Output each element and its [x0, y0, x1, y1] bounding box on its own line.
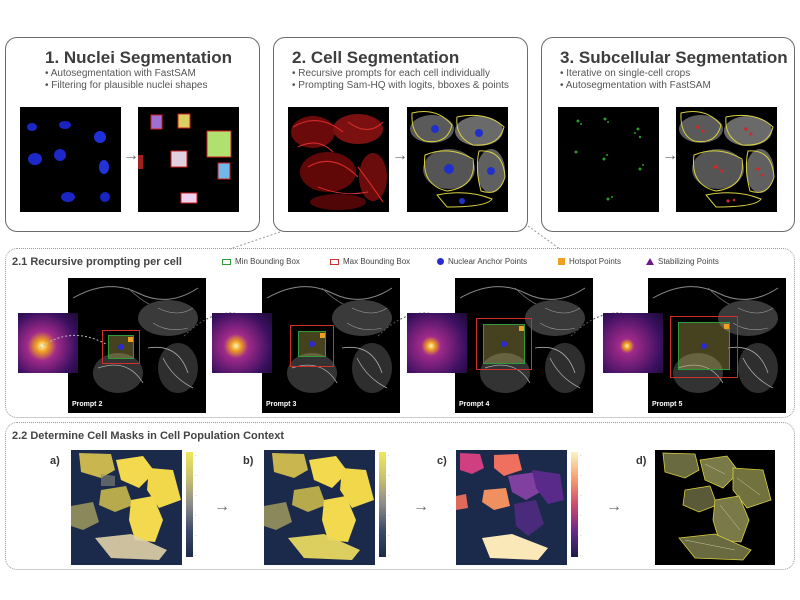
- prompt-1-hotspot-point: [128, 337, 133, 342]
- min-box-swatch: [222, 258, 231, 265]
- section-recursive-prompting: [5, 248, 795, 418]
- mask-image-c: [456, 450, 567, 565]
- mask-image-b: [264, 450, 375, 565]
- section-21-title: 2.1 Recursive prompting per cell: [12, 256, 182, 268]
- prompt-1-max-box: [102, 330, 140, 364]
- arrow-b-c: →: [413, 498, 429, 515]
- section-22-title: 2.2 Determine Cell Masks in Cell Populat…: [12, 430, 285, 442]
- panel-1-bullet-1: • Autosegmentation with FastSAM: [45, 68, 196, 79]
- prompt-2-label: Prompt 3: [266, 401, 297, 408]
- arrow-nuclei: →: [123, 147, 139, 164]
- prompt-4-max-box: [670, 316, 738, 378]
- panel-2-title: 2. Cell Segmentation: [292, 48, 460, 67]
- panel-2-bullet-1: • Recursive prompts for each cell indivi…: [292, 68, 491, 79]
- prompt-2-hotspot-point: [320, 333, 325, 338]
- colorbar-a-ticks: ------: [195, 452, 197, 557]
- prompt-4-label: Prompt 5: [652, 401, 683, 408]
- prompt-4-image: [648, 278, 786, 413]
- label-c: c): [437, 455, 447, 467]
- colorbar-c-ticks: ------: [580, 452, 582, 557]
- legend-max-box-label: Max Bounding Box: [343, 257, 411, 266]
- heatmap-dotted-connector: [39, 334, 107, 349]
- prompt-3-hotspot-point: [519, 326, 524, 331]
- prompt-4-nuclear-point: [701, 343, 707, 349]
- legend-nuclear-anchor: Nuclear Anchor Points: [437, 257, 527, 266]
- mask-image-d: [655, 450, 775, 565]
- panel-3-bullet-2: • Autosegmentation with FastSAM: [560, 80, 711, 91]
- panel-2-bullet-2: • Prompting Sam-HQ with logits, bboxes &…: [292, 80, 509, 91]
- connector-lines: [229, 225, 561, 250]
- section-cell-masks: [5, 422, 795, 570]
- label-b: b): [243, 455, 254, 467]
- prompt-3-heatmap: [407, 313, 467, 373]
- prompt-4-hotspot-point: [724, 324, 729, 329]
- legend-min-box-label: Min Bounding Box: [235, 257, 300, 266]
- prompt-3-min-box: [483, 324, 525, 364]
- nuclei-raw-image: [20, 107, 121, 212]
- nuclei-segmented-image: [138, 107, 239, 212]
- prompt-4-heatmap: [603, 313, 663, 373]
- prompt-2-heatmap: [212, 313, 272, 373]
- prompt-1-label: Prompt 2: [72, 401, 103, 408]
- max-box-swatch: [330, 258, 339, 265]
- label-d: d): [636, 455, 647, 467]
- panel-1-title: 1. Nuclei Segmentation: [45, 48, 233, 67]
- arrow-cell: →: [392, 147, 408, 164]
- stabilizing-triangle-icon: [646, 258, 654, 265]
- arrow-subcellular: →: [662, 147, 678, 164]
- prompt-1-nuclear-point: [118, 344, 124, 350]
- arrow-c-d: →: [606, 498, 622, 515]
- cell-raw-image: [288, 107, 389, 212]
- prompt-2-nuclear-point: [309, 341, 315, 347]
- prompt-3-nuclear-point: [501, 341, 507, 347]
- colorbar-b-ticks: ------: [388, 452, 390, 557]
- legend-stabilizing-label: Stabilizing Points: [658, 257, 719, 266]
- prompt-1-image: [68, 278, 206, 413]
- panel-3-title: 3. Subcellular Segmentation: [560, 48, 788, 67]
- legend-hotspot-label: Hotspot Points: [569, 257, 622, 266]
- subcellular-raw-image: [558, 107, 659, 212]
- prompt-3-label: Prompt 4: [459, 401, 490, 408]
- legend-max-box: Max Bounding Box: [330, 257, 410, 266]
- subcellular-segmented-image: [676, 107, 777, 212]
- legend-stabilizing: Stabilizing Points: [646, 257, 719, 266]
- nuclear-anchor-swatch: [437, 258, 444, 265]
- colorbar-b: [379, 452, 386, 557]
- cell-segmented-image: [407, 107, 508, 212]
- hotspot-swatch: [558, 258, 565, 265]
- legend-min-box: Min Bounding Box: [222, 257, 300, 266]
- prompt-3-max-box: [476, 318, 532, 370]
- legend-nuclear-anchor-label: Nuclear Anchor Points: [448, 257, 528, 266]
- legend-hotspot: Hotspot Points: [558, 257, 621, 266]
- panel-1-bullet-2: • Filtering for plausible nuclei shapes: [45, 80, 208, 91]
- panel-3-bullet-1: • Iterative on single-cell crops: [560, 68, 691, 79]
- label-a: a): [50, 455, 60, 467]
- colorbar-a: [186, 452, 193, 557]
- arrow-a-b: →: [214, 498, 230, 515]
- mask-image-a: [71, 450, 182, 565]
- prompt-2-image: [262, 278, 400, 413]
- prompt-2-max-box: [290, 325, 334, 367]
- colorbar-c: [571, 452, 578, 557]
